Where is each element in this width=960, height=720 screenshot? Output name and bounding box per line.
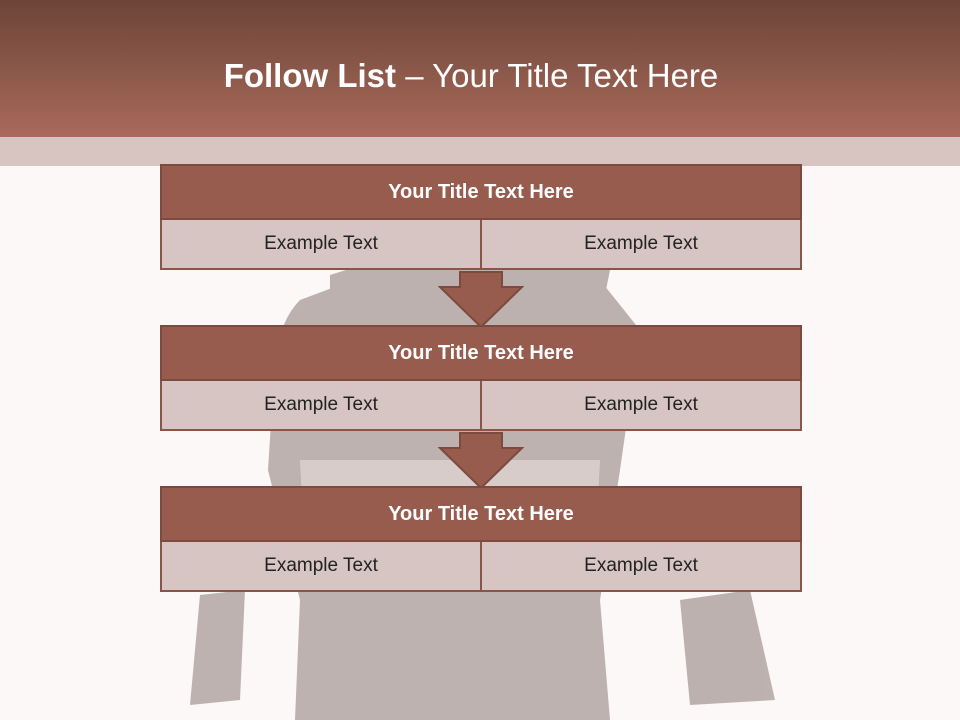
block-cell-left: Example Text: [160, 542, 482, 592]
down-arrow-icon: [438, 271, 524, 329]
down-arrow-icon: [438, 432, 524, 490]
slide-title: Follow List – Your Title Text Here: [0, 54, 942, 98]
block-title: Your Title Text Here: [160, 486, 802, 542]
title-bar-strip: [0, 137, 960, 166]
block-cell-left: Example Text: [160, 381, 482, 431]
slide-title-bold: Follow List: [223, 57, 406, 94]
block-row: Example Text Example Text: [160, 220, 802, 270]
list-block-1: Your Title Text Here Example Text Exampl…: [160, 164, 802, 270]
block-cell-right: Example Text: [482, 381, 802, 431]
block-cell-right: Example Text: [482, 220, 802, 270]
block-row: Example Text Example Text: [160, 381, 802, 431]
block-cell-left: Example Text: [160, 220, 482, 270]
slide-title-rest: – Your Title Text Here: [405, 57, 719, 94]
list-block-3: Your Title Text Here Example Text Exampl…: [160, 486, 802, 592]
block-title: Your Title Text Here: [160, 164, 802, 220]
block-row: Example Text Example Text: [160, 542, 802, 592]
title-bar: [0, 0, 960, 137]
list-block-2: Your Title Text Here Example Text Exampl…: [160, 325, 802, 431]
block-cell-right: Example Text: [482, 542, 802, 592]
block-title: Your Title Text Here: [160, 325, 802, 381]
